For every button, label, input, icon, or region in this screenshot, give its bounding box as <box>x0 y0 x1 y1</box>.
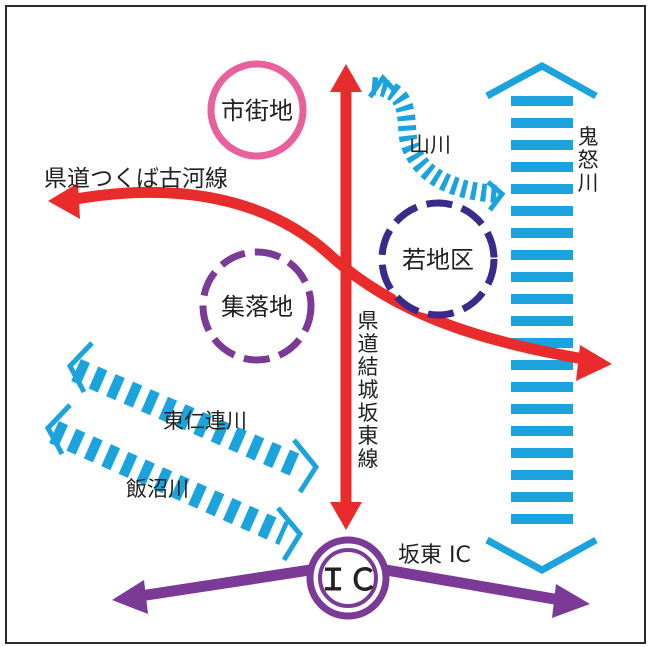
chevron-icon <box>486 180 506 212</box>
kinugawa-label: 鬼怒川 <box>577 125 599 195</box>
kinugawa-stripe <box>511 338 573 348</box>
arrow-head-icon <box>330 502 362 530</box>
higashi-niren-river <box>71 358 305 479</box>
kinugawa-stripe <box>511 514 573 524</box>
arrow-head-icon <box>48 183 80 219</box>
bando-ic-label: 坂東 IC <box>398 543 471 568</box>
arrow-head-icon <box>552 584 590 618</box>
settlement-circle <box>199 248 315 364</box>
yamakawa-label: 山川 <box>409 133 451 157</box>
kinugawa-stripe <box>511 382 573 392</box>
chevron-icon <box>44 403 72 456</box>
yamakawa-river <box>370 77 501 203</box>
kinugawa-stripe <box>511 492 573 502</box>
kinugawa-stripe <box>511 360 573 370</box>
kinugawa-stripe <box>511 162 573 172</box>
arrow-head-icon <box>330 64 362 92</box>
yuki-bando-label: 県道結城坂東線 <box>357 309 379 471</box>
kinugawa-river <box>511 96 573 524</box>
arrow-head-icon <box>112 580 148 614</box>
kinugawa-stripe <box>511 272 573 282</box>
higashi-niren-label: 東仁連川 <box>163 409 247 433</box>
tsukuba-koga-label: 県道つくば古河線 <box>44 166 228 192</box>
kinugawa-stripe <box>511 316 573 326</box>
chevron-icon <box>485 62 598 100</box>
kinugawa-stripe <box>511 404 573 414</box>
wakachi-label: 若地区 <box>402 246 474 274</box>
kinugawa-stripe <box>511 250 573 260</box>
kinugawa-stripe <box>511 294 573 304</box>
ic-inner-circle <box>318 548 378 608</box>
ic-mark: ＩＣ <box>318 563 378 598</box>
expressway-west <box>139 564 311 602</box>
settlement-label: 集落地 <box>221 293 293 321</box>
chevron-icon <box>367 74 398 99</box>
kinugawa-stripe <box>511 426 573 436</box>
kinugawa-stripe <box>511 228 573 238</box>
expressway-east <box>385 564 561 606</box>
chevron-icon <box>292 438 320 494</box>
city-area-circle <box>207 60 307 160</box>
kinugawa-stripe <box>511 206 573 216</box>
kinugawa-stripe <box>511 184 573 194</box>
chevron-icon <box>485 536 598 574</box>
chevron-icon <box>276 506 304 562</box>
kinugawa-stripe <box>511 140 573 150</box>
iinuma-label: 飯沼川 <box>126 477 189 501</box>
kinugawa-stripe <box>511 470 573 480</box>
city-area-label: 市街地 <box>221 97 293 125</box>
kinugawa-stripe <box>511 96 573 106</box>
kinugawa-stripe <box>511 118 573 128</box>
iinuma-river <box>49 421 289 545</box>
wakachi-circle <box>378 199 498 319</box>
tsukuba-koga-road <box>69 186 591 366</box>
kinugawa-stripe <box>511 448 573 458</box>
arrow-head-icon <box>576 345 612 381</box>
chevron-icon <box>66 341 94 394</box>
